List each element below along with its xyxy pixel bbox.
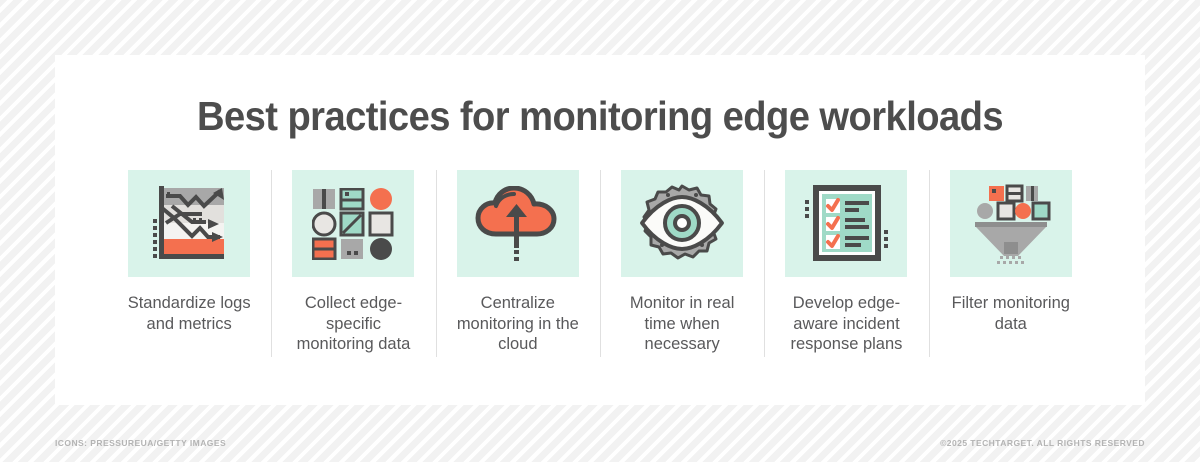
practice-label-6: Filter monitoring data <box>951 294 1070 333</box>
line-chart-icon <box>153 185 225 259</box>
practice-label-2: Collect edge-specific monitoring data <box>296 294 411 353</box>
practice-item-5: Develop edge-aware incident response pla… <box>764 170 928 357</box>
cloud-upload-icon <box>475 185 557 261</box>
practice-item-4: Monitor in real time when necessary <box>599 170 764 357</box>
checklist-icon <box>805 184 889 261</box>
shapes-grid-icon <box>312 187 394 260</box>
copyright-notice: ©2025 TECHTARGET. ALL RIGHTS RESERVED <box>940 438 1145 448</box>
practice-item-6: Filter monitoring data <box>928 170 1093 357</box>
eye-gear-icon <box>640 184 725 259</box>
practice-label-1: Standardize logs and metrics <box>127 294 251 333</box>
practice-item-3: Centralize monitoring in the cloud <box>435 170 600 357</box>
page-title: Best practices for monitoring edge workl… <box>196 93 1004 139</box>
practice-label-5: Develop edge-aware incident response pla… <box>790 294 903 353</box>
icon-tile-5 <box>785 170 908 277</box>
practice-item-1: Standardize logs and metrics <box>107 170 271 334</box>
icon-tile-4 <box>621 170 744 277</box>
icon-tile-3 <box>456 170 579 277</box>
practice-columns: Standardize logs and metrics <box>107 170 1093 357</box>
funnel-filter-icon <box>974 184 1051 264</box>
practice-label-3: Centralize monitoring in the cloud <box>456 294 579 353</box>
icon-tile-1 <box>128 170 251 277</box>
icon-tile-6 <box>949 170 1072 277</box>
practice-label-4: Monitor in real time when necessary <box>629 294 735 353</box>
icon-tile-2 <box>292 170 415 277</box>
image-credit: ICONS: PRESSUREUA/GETTY IMAGES <box>55 438 227 448</box>
infographic-card: Best practices for monitoring edge workl… <box>55 55 1145 405</box>
practice-item-2: Collect edge-specific monitoring data <box>271 170 435 357</box>
